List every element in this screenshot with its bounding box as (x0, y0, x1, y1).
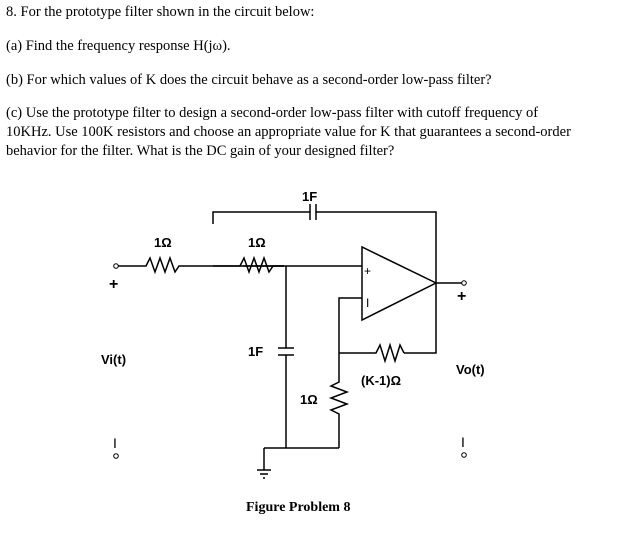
vout-label: Vo(t) (456, 362, 485, 377)
question-part-c-line3: behavior for the filter. What is the DC … (6, 143, 395, 159)
feedback-wire (404, 283, 437, 354)
cap-feedback-label: 1F (302, 189, 317, 204)
op-amp-plus-sign: + (364, 264, 371, 278)
question-part-b: (b) For which values of K does the circu… (6, 72, 492, 88)
vin-minus-sign: I (113, 435, 117, 451)
vout-plus-terminal (461, 280, 467, 286)
vin-label: Vi(t) (101, 352, 126, 367)
resistor-r1 (118, 255, 284, 275)
figure-caption: Figure Problem 8 (246, 500, 350, 515)
op-amp (361, 245, 438, 322)
resistor-r2 (213, 255, 362, 275)
r2-label: 1Ω (248, 235, 266, 250)
ground-wire (263, 447, 339, 470)
question-8-title: 8. For the prototype filter shown in the… (6, 4, 315, 20)
vout-minus-sign: I (461, 434, 465, 450)
resistor-feedback (339, 342, 405, 364)
question-part-c-line1: (c) Use the prototype filter to design a… (6, 105, 539, 121)
cap-ground-label: 1F (248, 344, 263, 359)
vin-plus-terminal (113, 263, 119, 269)
vin-plus-sign: + (109, 276, 118, 293)
inverting-input-wire (338, 297, 362, 353)
r-feedback-label: (K-1)Ω (361, 373, 401, 388)
r1-label: 1Ω (154, 235, 172, 250)
vout-minus-terminal (461, 452, 467, 458)
question-part-a: (a) Find the frequency response H(jω). (6, 38, 231, 54)
op-amp-minus-sign: I (366, 296, 369, 310)
vin-minus-terminal (113, 453, 119, 459)
question-part-c-line2: 10KHz. Use 100K resistors and choose an … (6, 124, 571, 140)
resistor-ground (328, 353, 350, 448)
r-ground-label: 1Ω (300, 392, 318, 407)
vout-plus-sign: + (457, 288, 466, 305)
cap-feedback-wire (212, 211, 437, 283)
